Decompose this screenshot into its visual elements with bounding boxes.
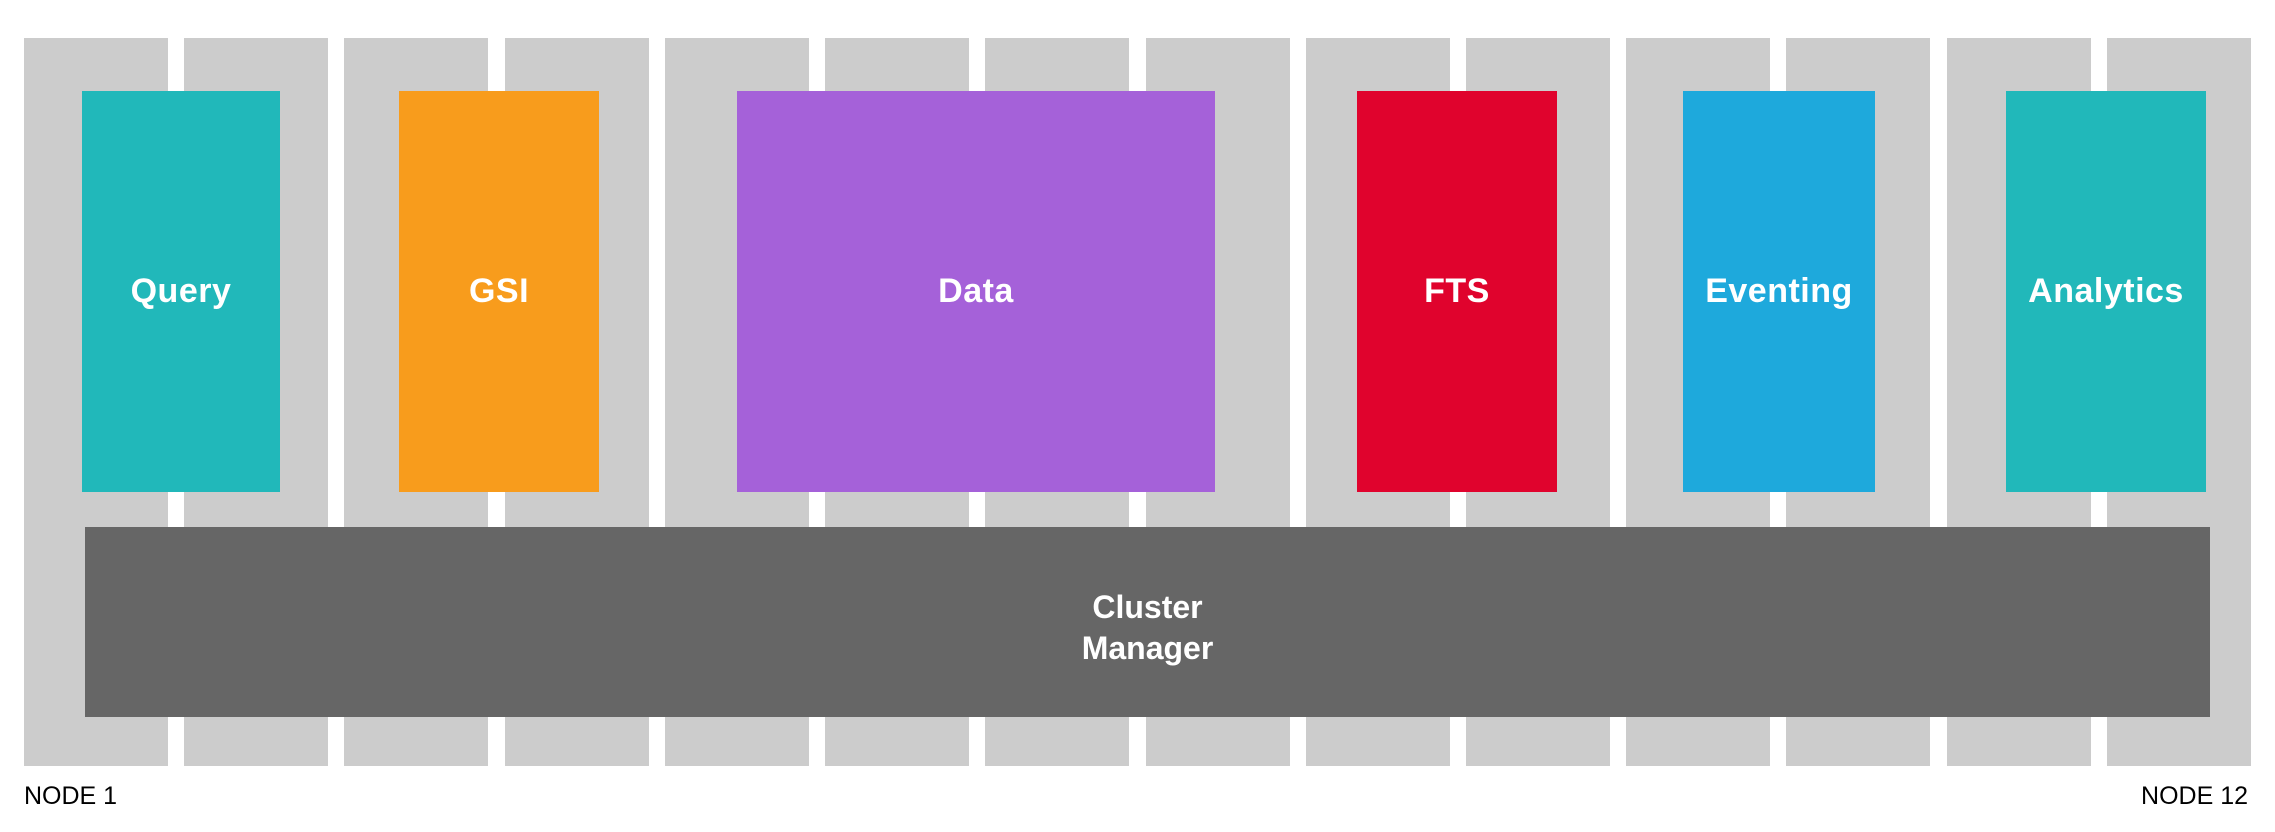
service-label-analytics: Analytics bbox=[2028, 272, 2184, 310]
service-label-eventing: Eventing bbox=[1705, 272, 1853, 310]
service-label-fts: FTS bbox=[1424, 272, 1490, 310]
service-label-gsi: GSI bbox=[468, 272, 530, 310]
service-block-data: Data bbox=[737, 91, 1215, 492]
service-label-query: Query bbox=[130, 272, 232, 310]
service-block-analytics: Analytics bbox=[2006, 91, 2206, 492]
service-block-eventing: Eventing bbox=[1683, 91, 1875, 492]
cluster-manager-label-line1: Cluster bbox=[1092, 589, 1203, 625]
service-block-fts: FTS bbox=[1357, 91, 1557, 492]
service-label-data: Data bbox=[938, 272, 1014, 310]
cluster-manager-bar: Cluster Manager bbox=[85, 527, 2210, 717]
cluster-manager-label-line2: Manager bbox=[1081, 630, 1214, 666]
service-block-query: Query bbox=[82, 91, 280, 492]
node-label-first: NODE 1 bbox=[24, 782, 118, 810]
node-label-last: NODE 12 bbox=[2141, 782, 2248, 810]
service-block-gsi: GSI bbox=[399, 91, 599, 492]
